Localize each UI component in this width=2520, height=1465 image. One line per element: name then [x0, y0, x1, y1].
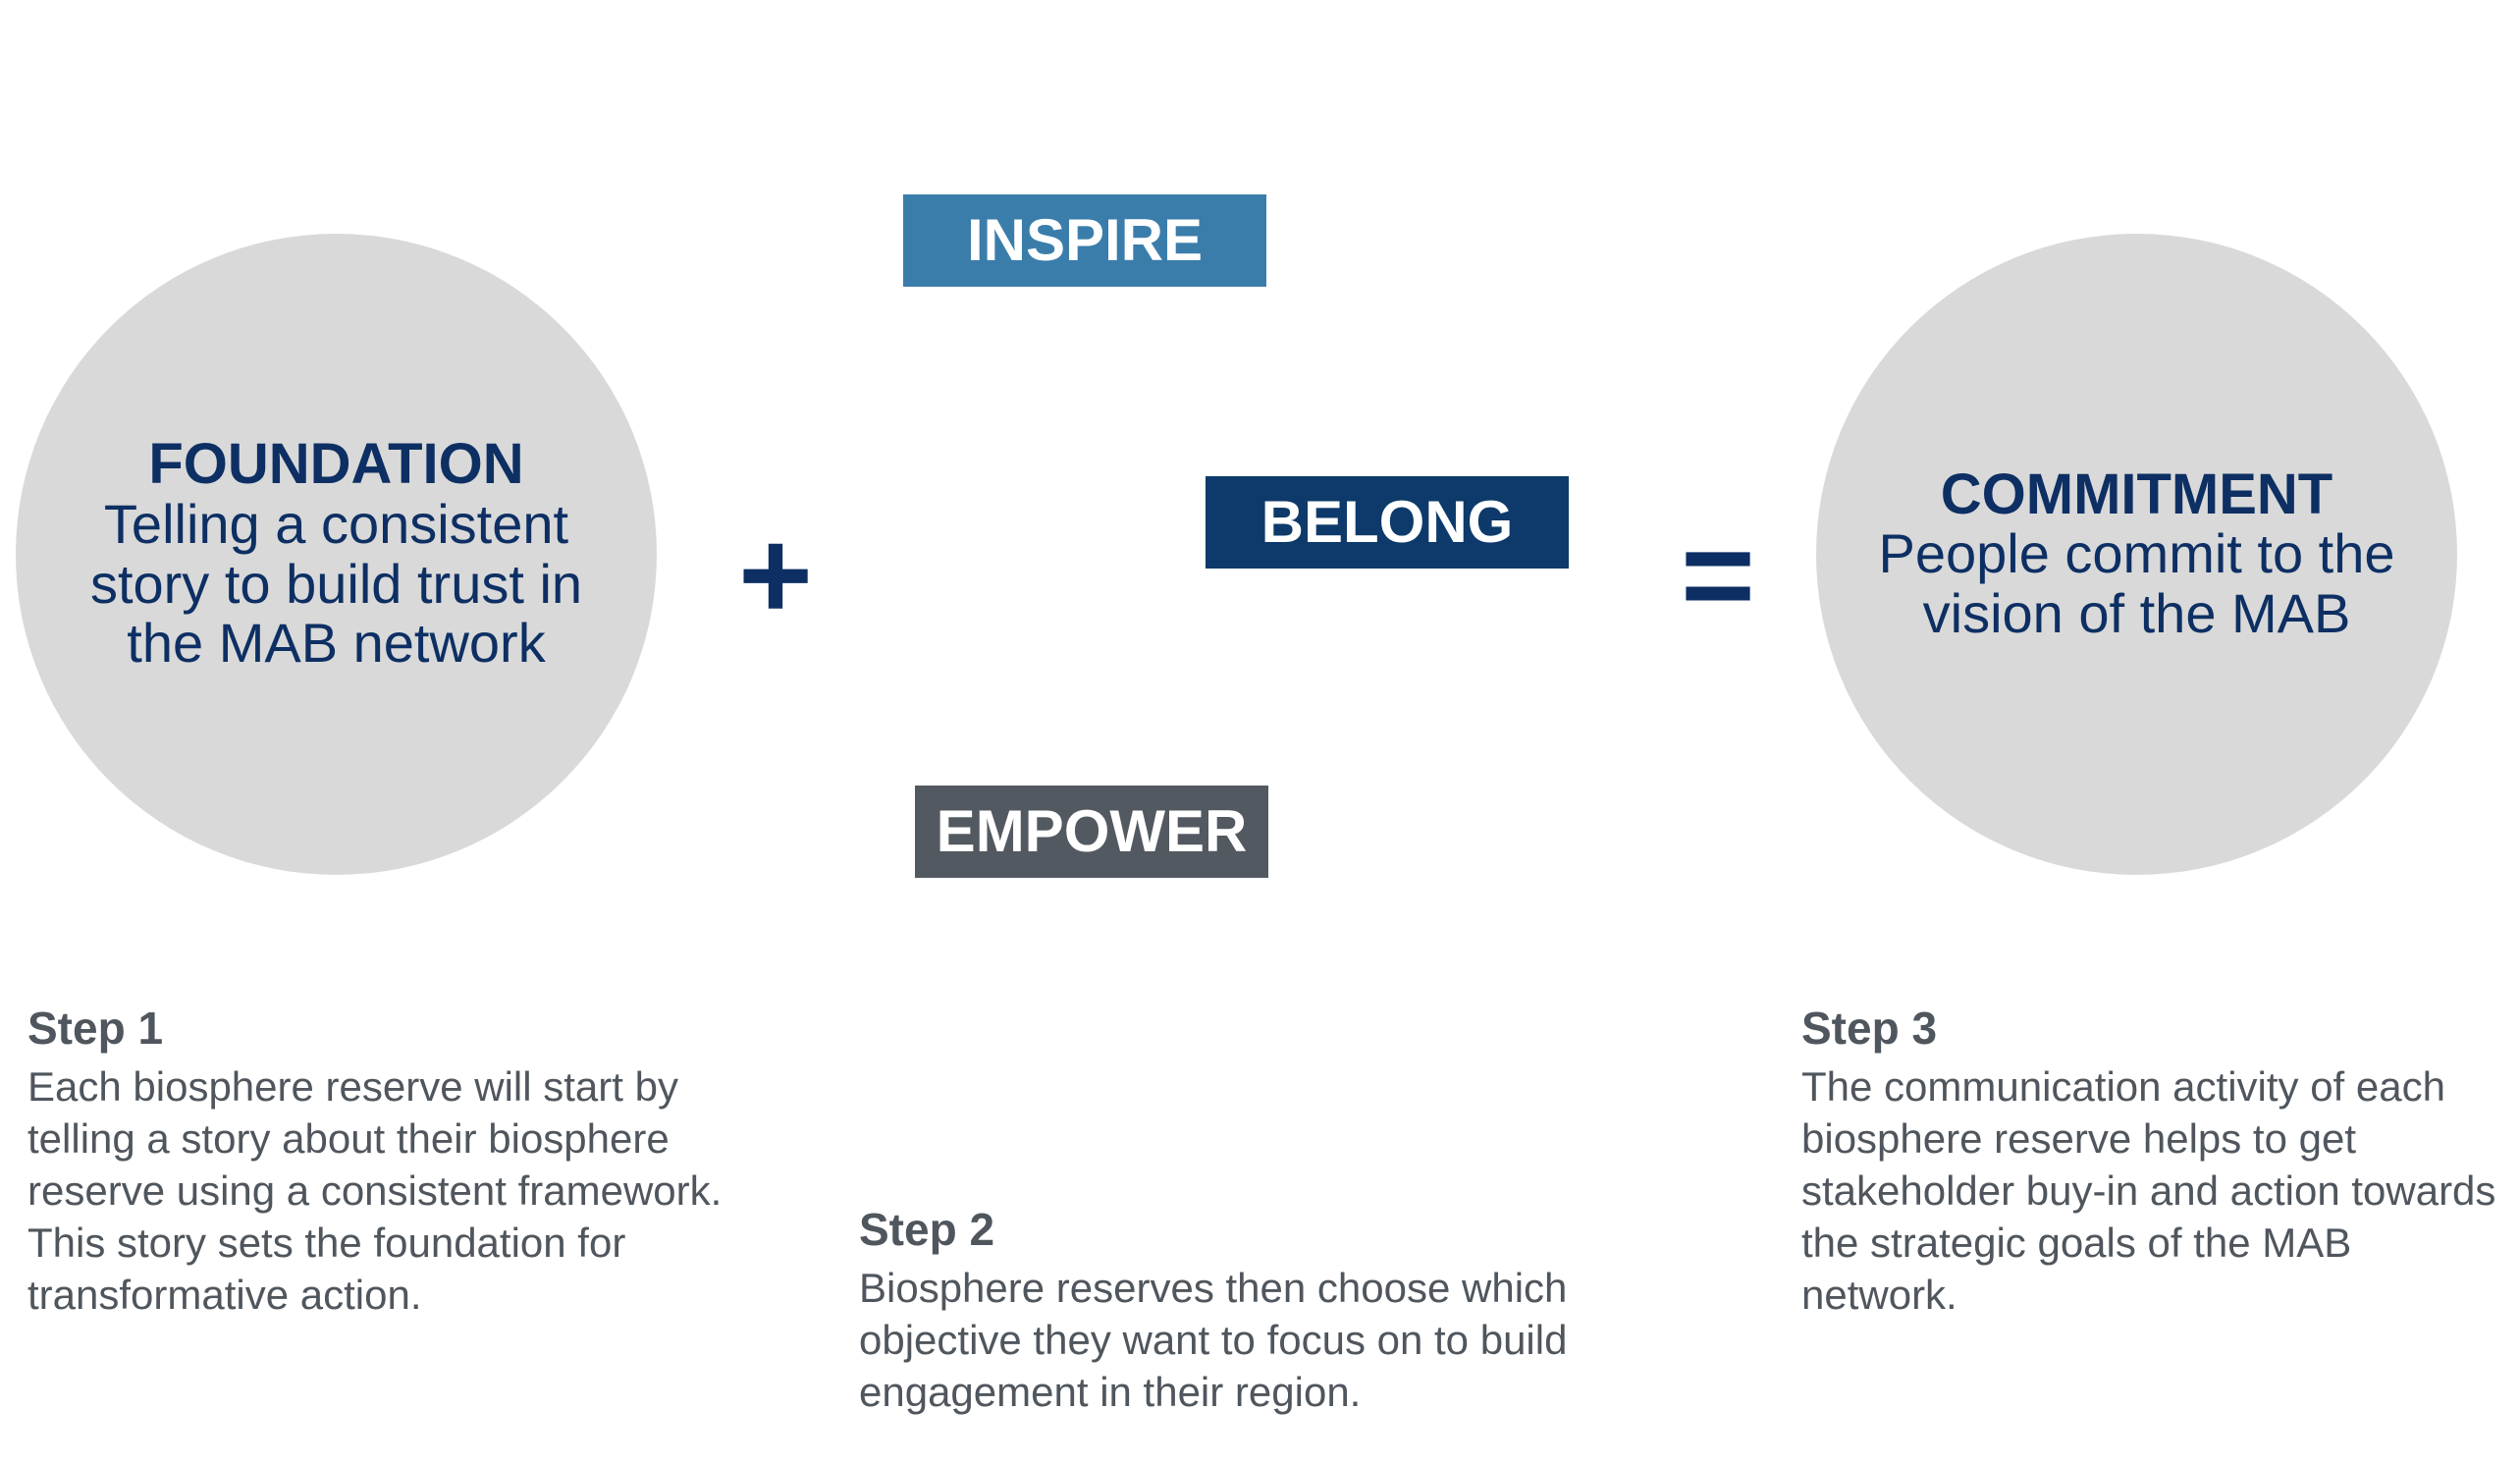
step-3: Step 3 The communication activity of eac… [1801, 1002, 2508, 1321]
step-3-title: Step 3 [1801, 1003, 1938, 1054]
gear-inspire: INSPIRE [903, 140, 1266, 341]
gear-belong: BELONG [1206, 422, 1569, 623]
step-1-title: Step 1 [27, 1003, 164, 1054]
plus-icon: + [738, 503, 813, 646]
commitment-circle: COMMITMENT People commit to the vision o… [1816, 234, 2457, 875]
foundation-title: FOUNDATION [148, 432, 524, 497]
step-1-body: Each biosphere reserve will start by tel… [27, 1063, 723, 1318]
equals-icon: = [1681, 503, 1755, 646]
inspire-label: INSPIRE [967, 207, 1203, 273]
commitment-title: COMMITMENT [1940, 461, 2333, 526]
commitment-body: People commit to the vision of the MAB [1878, 522, 2395, 644]
step-1: Step 1 Each biosphere reserve will start… [27, 1002, 774, 1321]
gear-empower: EMPOWER [915, 732, 1268, 932]
foundation-circle: FOUNDATION Telling a consistent story to… [16, 234, 657, 875]
step-2-title: Step 2 [859, 1204, 995, 1255]
empower-label: EMPOWER [937, 798, 1248, 864]
belong-label: BELONG [1261, 489, 1514, 555]
gear-label-band [1206, 476, 1569, 569]
gear-label-band [915, 786, 1268, 878]
gear-label-band [903, 194, 1266, 287]
step-2-body: Biosphere reserves then choose which obj… [859, 1265, 1568, 1415]
foundation-body: Telling a consistent story to build trus… [89, 493, 583, 675]
step-2: Step 2 Biosphere reserves then choose wh… [859, 1203, 1585, 1418]
step-3-body: The communication activity of each biosp… [1801, 1063, 2496, 1318]
